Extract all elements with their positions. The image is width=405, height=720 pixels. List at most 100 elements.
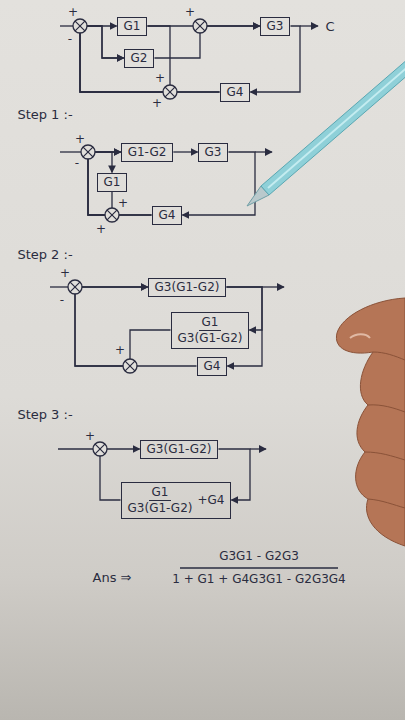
- block-text: G3: [205, 145, 222, 160]
- junction-circle: [105, 208, 119, 222]
- answer-lead: Ans ⇒: [93, 571, 132, 585]
- summing-junction: [163, 85, 177, 99]
- output-wire: [250, 448, 266, 449]
- feedback-block: G1G3(G1-G2) +G4: [121, 482, 232, 519]
- junction-circle: [193, 19, 207, 33]
- transfer-block: G3: [198, 143, 229, 162]
- step-heading: Step 3 :-: [17, 408, 72, 422]
- transfer-block: G2: [124, 49, 155, 68]
- junction-circle: [123, 359, 137, 373]
- signal-connector: [218, 449, 250, 500]
- summing-junction: [93, 442, 107, 456]
- block-text: G3(G1-G2): [155, 280, 220, 295]
- junction-circle: [68, 280, 82, 294]
- sign: +: [152, 97, 162, 110]
- signal-connector: [250, 26, 300, 92]
- junction-circle: [93, 442, 107, 456]
- block-text: G1-G2: [128, 145, 167, 160]
- transfer-block: G4: [220, 83, 251, 102]
- junction-cross: [95, 444, 105, 454]
- sign: +: [75, 133, 85, 146]
- transfer-block: G3(G1-G2): [148, 278, 227, 297]
- transfer-block: G4: [152, 206, 183, 225]
- answer-denominator: 1 + G1 + G4G3G1 - G2G3G4: [172, 573, 346, 586]
- pen-body: [261, 52, 405, 195]
- step-heading: Step 2 :-: [17, 248, 72, 262]
- block-text: G4: [227, 85, 244, 100]
- transfer-block: G3(G1-G2): [140, 440, 219, 459]
- pen-highlight: [268, 58, 405, 188]
- signal-connector: [88, 152, 121, 215]
- block-text: G1: [104, 175, 121, 190]
- signal-connector: [75, 287, 171, 366]
- junction-circle: [81, 145, 95, 159]
- sign: +: [85, 430, 95, 443]
- junction-cross: [195, 21, 205, 31]
- block-text: G3(G1-G2): [147, 442, 212, 457]
- output-wire: [300, 25, 318, 26]
- junction-cross: [70, 282, 80, 292]
- input-wire: [58, 448, 93, 449]
- transfer-block: G1: [97, 173, 128, 192]
- summing-junction: [123, 359, 137, 373]
- fraction-block: G1G3(G1-G2): [171, 312, 250, 349]
- block-text: G4: [159, 208, 176, 223]
- output-wire: [262, 286, 284, 287]
- block-text: G1: [124, 19, 141, 34]
- signal-connector: [80, 26, 220, 92]
- signal-connector: [226, 287, 262, 366]
- junction-circle: [163, 85, 177, 99]
- junction-cross: [107, 210, 117, 220]
- signal-connector: [75, 287, 197, 366]
- output-wire: [255, 151, 272, 152]
- summing-junction: [68, 280, 82, 294]
- block-text: G1: [149, 485, 172, 501]
- step-heading: Step 1 :-: [17, 108, 72, 122]
- transfer-block: G1: [117, 17, 148, 36]
- sign: -: [60, 294, 64, 307]
- junction-cross: [83, 147, 93, 157]
- junction-cross: [125, 361, 135, 371]
- sign: +: [96, 223, 106, 236]
- answer-numerator: G3G1 - G2G3: [219, 550, 299, 563]
- summing-junction: [81, 145, 95, 159]
- transfer-block: G4: [197, 357, 228, 376]
- summing-junction: [73, 19, 87, 33]
- summing-junction: [105, 208, 119, 222]
- transfer-block: G1-G2: [121, 143, 174, 162]
- fingernail: [350, 334, 370, 338]
- hand: [336, 298, 405, 546]
- block-text: G4: [204, 359, 221, 374]
- block-text: G3: [267, 19, 284, 34]
- junction-cross: [75, 21, 85, 31]
- block-text: G3(G1-G2): [178, 331, 243, 346]
- sign: +: [60, 267, 70, 280]
- summing-junction: [193, 19, 207, 33]
- input-wire: [60, 151, 81, 152]
- junction-circle: [73, 19, 87, 33]
- block-text: G2: [131, 51, 148, 66]
- sign: +: [68, 6, 78, 19]
- input-wire: [60, 25, 73, 26]
- finger-crease: [365, 352, 405, 508]
- signal-connector: [80, 26, 220, 92]
- signal-connector: [173, 151, 197, 152]
- signal-connector: [226, 287, 262, 330]
- block-text: G3(G1-G2): [128, 501, 193, 516]
- sign: +: [185, 6, 195, 19]
- sign: +: [115, 344, 125, 357]
- sign: -: [68, 33, 72, 46]
- output-name: C: [325, 20, 334, 34]
- signal-connector: [80, 26, 170, 92]
- sign: +: [155, 72, 165, 85]
- transfer-block: G3: [260, 17, 291, 36]
- sign: +: [118, 197, 128, 210]
- block-text: +G4: [197, 493, 224, 508]
- junction-cross: [165, 87, 175, 97]
- block-text: G1: [199, 315, 222, 331]
- fraction-bar: [180, 567, 338, 568]
- fraction: G1G3(G1-G2): [128, 485, 193, 516]
- input-wire: [50, 286, 68, 287]
- sign: -: [75, 157, 79, 170]
